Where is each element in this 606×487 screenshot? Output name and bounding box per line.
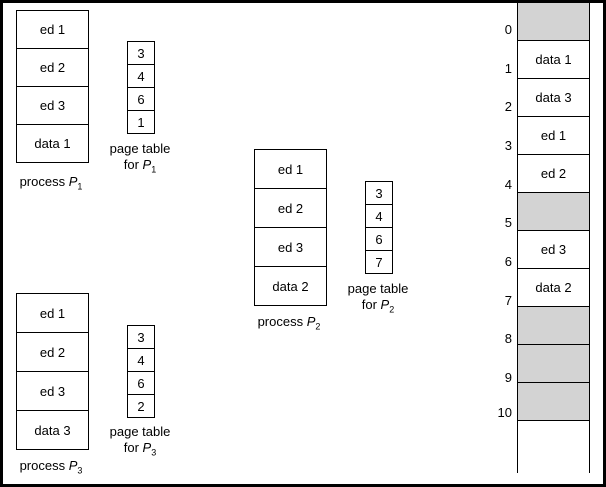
- frame-5: [518, 193, 589, 231]
- frame-10: [518, 383, 589, 421]
- page-table-p2-entry-1: 4: [366, 205, 392, 228]
- page-table-p3-entry-2: 6: [128, 372, 154, 395]
- page-table-p1-entry-3: 1: [128, 111, 154, 134]
- page-table-p1-entry-0: 3: [128, 42, 154, 65]
- page-table-p1-label: page table: [109, 141, 171, 156]
- process-p2-page-3: data 2: [255, 267, 326, 306]
- page-table-p2-entry-3: 7: [366, 251, 392, 274]
- process-p2-sub: 2: [315, 321, 321, 332]
- page-table-p2-for: for: [361, 297, 377, 312]
- page-table-p3-sub: 3: [151, 447, 157, 458]
- frame-num-4: 4: [504, 177, 512, 192]
- process-p3-label: process: [19, 458, 66, 473]
- frame-num-0: 0: [504, 22, 512, 37]
- page-table-p1-caption: page table for P1: [100, 141, 180, 178]
- process-p1-sub: 1: [77, 181, 83, 192]
- process-p1-pages: ed 1 ed 2 ed 3 data 1: [16, 10, 89, 163]
- page-table-p1-name: P: [142, 157, 152, 172]
- page-table-p3-name: P: [142, 440, 152, 455]
- frame-6: ed 3: [518, 231, 589, 269]
- page-table-p1-sub: 1: [151, 164, 157, 175]
- frame-unnumbered: [518, 421, 589, 459]
- page-table-p2-sub: 2: [389, 304, 395, 315]
- frame-num-7: 7: [504, 293, 512, 308]
- process-p1-label: process: [19, 174, 66, 189]
- page-table-p3: 3 4 6 2: [127, 325, 155, 418]
- process-p2-caption: process P2: [249, 314, 329, 335]
- frame-3: ed 1: [518, 117, 589, 155]
- frame-7: data 2: [518, 269, 589, 307]
- page-table-p1-entry-1: 4: [128, 65, 154, 88]
- frame-9: [518, 345, 589, 383]
- process-p1-caption: process P1: [11, 174, 91, 195]
- process-p2-page-1: ed 2: [255, 189, 326, 228]
- process-p1-page-3: data 1: [17, 125, 88, 163]
- process-p1-name: P: [68, 174, 78, 189]
- process-p2-page-0: ed 1: [255, 150, 326, 189]
- page-table-p1-for: for: [123, 157, 139, 172]
- process-p3-page-3: data 3: [17, 411, 88, 450]
- frame-2: data 3: [518, 79, 589, 117]
- process-p2-page-2: ed 3: [255, 228, 326, 267]
- frame-num-1: 1: [504, 61, 512, 76]
- process-p3-page-1: ed 2: [17, 333, 88, 372]
- frame-4: ed 2: [518, 155, 589, 193]
- page-table-p1-entry-2: 6: [128, 88, 154, 111]
- frame-num-9: 9: [504, 370, 512, 385]
- process-p2-name: P: [306, 314, 316, 329]
- page-table-p3-entry-3: 2: [128, 395, 154, 418]
- process-p3-page-2: ed 3: [17, 372, 88, 411]
- page-table-p3-for: for: [123, 440, 139, 455]
- process-p1-page-0: ed 1: [17, 11, 88, 49]
- process-p3-sub: 3: [77, 465, 83, 476]
- page-table-p2-entry-2: 6: [366, 228, 392, 251]
- page-table-p3-caption: page table for P3: [100, 424, 180, 461]
- page-table-p2: 3 4 6 7: [365, 181, 393, 274]
- page-table-p2-name: P: [380, 297, 390, 312]
- frame-num-2: 2: [504, 99, 512, 114]
- process-p3-name: P: [68, 458, 78, 473]
- page-table-p3-entry-1: 4: [128, 349, 154, 372]
- frame-8: [518, 307, 589, 345]
- process-p2-label: process: [257, 314, 304, 329]
- process-p1-page-1: ed 2: [17, 49, 88, 87]
- process-p3-pages: ed 1 ed 2 ed 3 data 3: [16, 293, 89, 450]
- frame-num-5: 5: [504, 215, 512, 230]
- process-p3-page-0: ed 1: [17, 294, 88, 333]
- frame-0: [518, 3, 589, 41]
- page-table-p2-entry-0: 3: [366, 182, 392, 205]
- page-table-p2-label: page table: [347, 281, 409, 296]
- process-p1-page-2: ed 3: [17, 87, 88, 125]
- frame-num-10: 10: [497, 405, 512, 420]
- frame-1: data 1: [518, 41, 589, 79]
- frame-num-3: 3: [504, 138, 512, 153]
- physical-memory: data 1 data 3 ed 1 ed 2 ed 3 data 2: [517, 3, 590, 473]
- frame-num-6: 6: [504, 254, 512, 269]
- page-table-p1: 3 4 6 1: [127, 41, 155, 134]
- page-table-p3-entry-0: 3: [128, 326, 154, 349]
- process-p3-caption: process P3: [11, 458, 91, 479]
- frame-num-8: 8: [504, 331, 512, 346]
- page-table-p2-caption: page table for P2: [338, 281, 418, 318]
- diagram-canvas: ed 1 ed 2 ed 3 data 1 process P1 3 4 6 1…: [3, 3, 603, 484]
- process-p2-pages: ed 1 ed 2 ed 3 data 2: [254, 149, 327, 306]
- page-table-p3-label: page table: [109, 424, 171, 439]
